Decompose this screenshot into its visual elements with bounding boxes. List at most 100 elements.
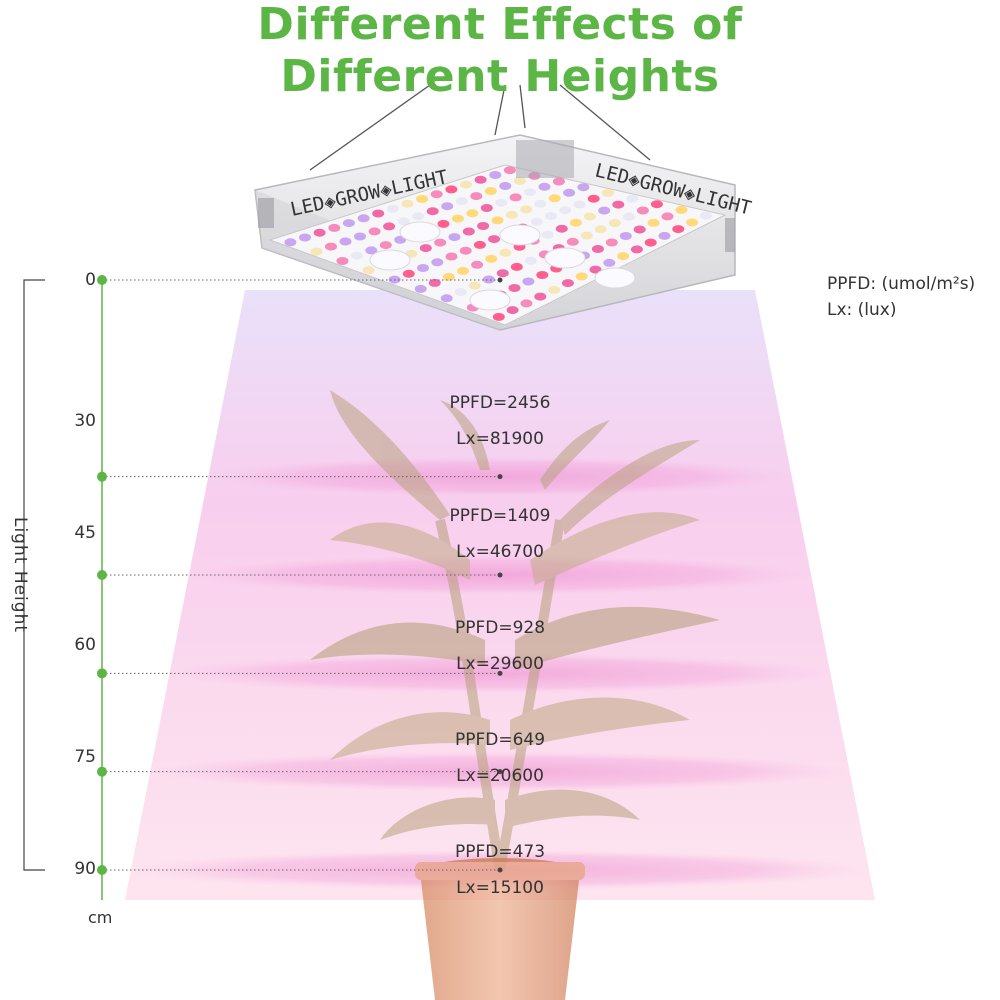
led-chip — [658, 231, 671, 240]
led-chip — [591, 245, 604, 253]
led-chip — [442, 272, 455, 281]
cob-chip — [594, 267, 636, 289]
led-chip — [608, 219, 621, 227]
led-chip — [459, 246, 472, 255]
led-chip — [362, 266, 375, 275]
led-chip — [354, 232, 366, 241]
led-chip — [372, 209, 385, 218]
led-chip — [489, 171, 502, 179]
measure-point — [497, 277, 503, 283]
led-chip — [513, 176, 526, 185]
tick-label: 30 — [74, 411, 96, 431]
led-chip — [284, 238, 297, 247]
led-chip — [505, 210, 518, 219]
led-chip — [397, 217, 410, 226]
led-chip — [548, 194, 561, 203]
led-chip — [622, 212, 635, 221]
led-chip — [426, 207, 439, 216]
led-chip — [451, 214, 464, 223]
lx-value: Lx=46700 — [456, 542, 544, 562]
cob-chip — [399, 221, 441, 243]
led-chip — [470, 192, 483, 201]
led-chip — [430, 190, 443, 199]
led-chip — [339, 237, 352, 246]
led-chip — [416, 195, 429, 203]
tick-label: 45 — [74, 523, 96, 543]
hanging-wires — [309, 84, 651, 171]
led-chip — [431, 258, 444, 267]
led-chip — [325, 242, 337, 251]
lx-value: Lx=81900 — [456, 429, 544, 449]
height-marker — [97, 570, 107, 580]
measure-point — [497, 474, 503, 480]
cob-chip — [469, 289, 511, 311]
led-chip — [509, 193, 522, 202]
height-marker — [97, 668, 107, 679]
led-chip — [644, 238, 657, 247]
led-chip — [350, 251, 363, 260]
led-chip — [580, 231, 593, 240]
tick-label: 0 — [85, 270, 96, 290]
ppfd-value: PPFD=649 — [454, 730, 546, 750]
led-chip — [508, 284, 521, 292]
led-chip — [630, 245, 643, 254]
led-chip — [454, 288, 467, 296]
led-chip — [474, 175, 487, 184]
led-chip — [488, 235, 501, 244]
led-chip — [524, 256, 537, 265]
led-chip — [603, 258, 616, 267]
led-chip — [466, 209, 479, 218]
led-chip — [336, 257, 349, 265]
led-chip — [506, 306, 519, 315]
led-chip — [457, 266, 469, 275]
measure-point — [497, 867, 503, 873]
led-chip — [473, 240, 486, 249]
led-chip — [365, 246, 378, 255]
led-chip — [617, 252, 630, 261]
led-chip — [534, 292, 547, 301]
led-chip — [468, 281, 481, 290]
height-marker — [97, 275, 107, 285]
led-chip — [499, 182, 512, 190]
led-chip — [612, 200, 625, 209]
led-chip — [601, 188, 614, 197]
led-chip — [480, 204, 493, 212]
led-chip — [545, 212, 557, 220]
led-chip — [496, 269, 509, 278]
measure-point — [497, 670, 503, 676]
led-chip — [414, 284, 427, 293]
led-chip — [566, 237, 579, 246]
led-chip — [530, 217, 543, 226]
height-axis — [23, 279, 103, 900]
led-chip — [383, 222, 396, 231]
led-chip — [647, 218, 660, 227]
led-chip — [419, 244, 432, 253]
led-chip — [492, 312, 505, 321]
led-chip — [313, 228, 326, 237]
led-chip — [636, 206, 649, 215]
led-chip — [441, 202, 454, 211]
legend-ppfd-unit: PPFD: (umol/m²s) — [827, 274, 976, 294]
led-chip — [482, 275, 495, 284]
led-chip — [495, 198, 508, 207]
led-chip — [686, 218, 699, 227]
led-chip — [379, 241, 392, 250]
led-chip — [559, 206, 572, 215]
tick-label: 90 — [74, 859, 96, 879]
lx-value: Lx=29600 — [456, 654, 544, 674]
led-chip — [561, 279, 574, 288]
led-chip — [575, 272, 588, 281]
led-chip — [534, 199, 547, 208]
led-chip — [569, 218, 582, 227]
ppfd-value: PPFD=928 — [454, 618, 546, 638]
title-line-1: Different Effects of — [257, 0, 743, 50]
tick-label: 75 — [74, 747, 96, 767]
led-chip — [699, 211, 712, 220]
cob-chip — [544, 247, 586, 269]
led-chip — [445, 185, 458, 194]
led-chip — [402, 269, 415, 278]
led-chip — [605, 238, 618, 247]
led-chip — [485, 254, 498, 263]
led-chip — [555, 224, 568, 233]
